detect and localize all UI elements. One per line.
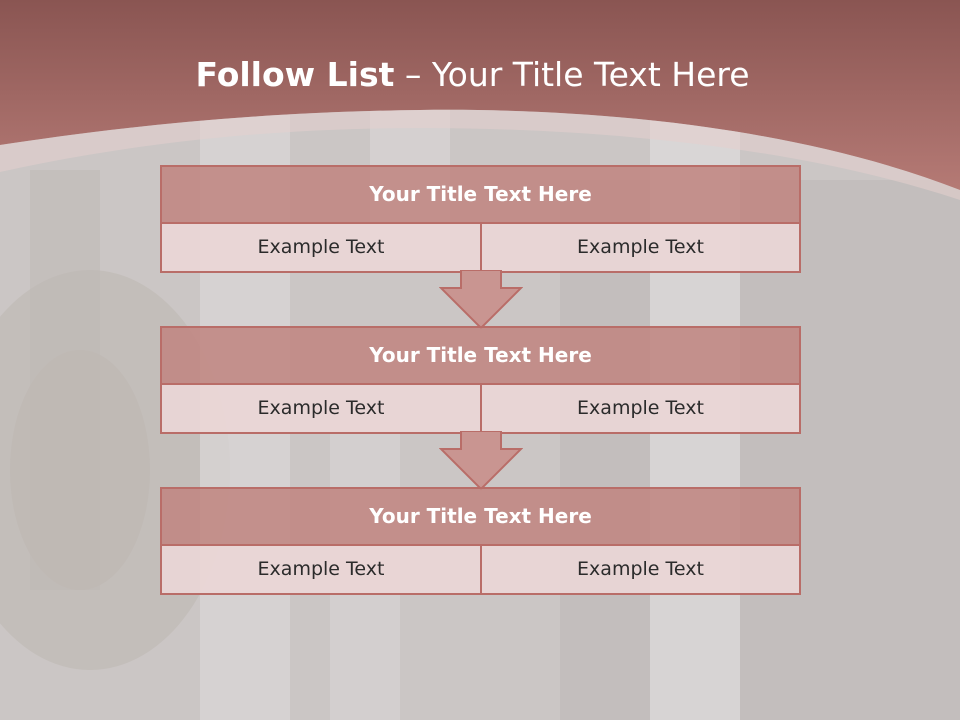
title-rest: – Your Title Text Here: [394, 55, 750, 94]
arrow-down-icon: [439, 270, 523, 330]
title-strong: Follow List: [195, 55, 395, 94]
step-2: Your Title Text Here Example Text Exampl…: [160, 326, 801, 434]
step-cell-right: Example Text: [480, 222, 801, 273]
step-cell-left: Example Text: [160, 383, 482, 434]
step-title: Your Title Text Here: [160, 165, 801, 224]
step-cell-left: Example Text: [160, 544, 482, 595]
slide-title: Follow List – Your Title Text Here: [0, 52, 945, 98]
step-title: Your Title Text Here: [160, 487, 801, 546]
step-3: Your Title Text Here Example Text Exampl…: [160, 487, 801, 595]
step-cell-right: Example Text: [480, 544, 801, 595]
arrow-down-icon: [439, 431, 523, 491]
step-title: Your Title Text Here: [160, 326, 801, 385]
header-band: [0, 0, 960, 200]
step-cell-right: Example Text: [480, 383, 801, 434]
step-cell-left: Example Text: [160, 222, 482, 273]
step-1: Your Title Text Here Example Text Exampl…: [160, 165, 801, 273]
